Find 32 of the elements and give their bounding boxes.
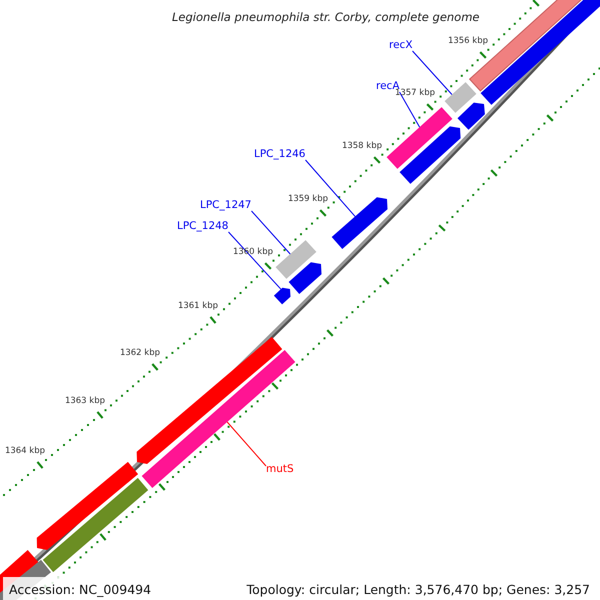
gene-label: recX [389,39,413,52]
scale-label: 1356 kbp [448,35,488,48]
leader-line [228,232,282,290]
leader-line [412,50,452,95]
gene-label: LPC_1246 [254,148,306,161]
gene-feature [274,288,290,304]
leader-line [251,210,291,254]
scale-label: 1359 kbp [288,193,328,206]
gene-feature [276,240,316,279]
leader-line [226,422,266,466]
gene-feature [444,82,476,113]
gene-feature [36,462,138,550]
scale-label: 1358 kbp [342,140,382,153]
genome-info-text: Topology: circular; Length: 3,576,470 bp; Genes: 3,257 [246,583,590,596]
gene-label: LPC_1248 [177,220,228,233]
scale-label: 1361 kbp [178,300,218,313]
leader-line [399,92,420,128]
gene-label: LPC_1247 [200,199,252,212]
scale-label: 1363 kbp [64,395,105,408]
gene-feature [400,126,461,184]
leader-line [305,160,356,217]
gene-feature [288,262,322,294]
gene-feature [386,107,452,169]
gene-feature [142,350,296,488]
gene-feature [332,197,388,249]
scale-label: 1357 kbp [394,88,435,100]
gene-feature [458,102,485,130]
scale-label: 1362 kbp [120,347,160,360]
map-title: Legionella pneumophila str. Corby, complete genome [172,11,480,24]
gene-feature [42,478,148,572]
scale-label: 1364 kbp [4,445,45,458]
gene-label: mutS [266,463,294,476]
